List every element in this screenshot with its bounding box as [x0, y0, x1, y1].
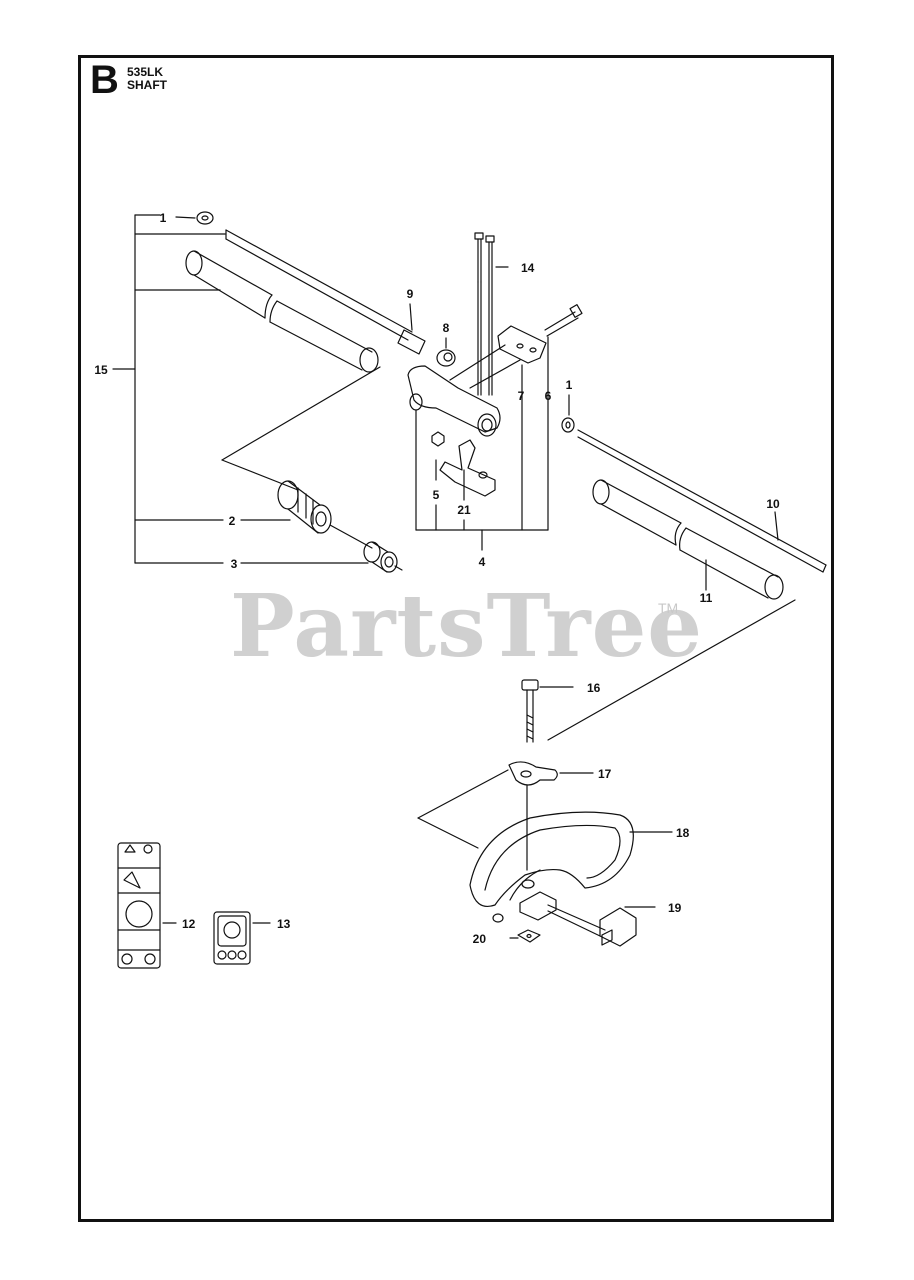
callout-9: 9	[407, 287, 414, 301]
bracket-15	[112, 214, 369, 564]
clamp-plate-part-7	[497, 325, 547, 531]
shaft-tube-part-11	[592, 479, 784, 600]
watermark-trademark: TM	[658, 600, 679, 616]
section-title: SHAFT	[127, 78, 167, 92]
callout-6: 6	[545, 389, 552, 403]
callout-1-right: 1	[566, 378, 573, 392]
callout-20: 20	[473, 932, 487, 946]
callout-7: 7	[518, 389, 525, 403]
decal-part-13	[213, 911, 271, 965]
clamp-part-21	[439, 439, 496, 501]
bolt-part-6	[544, 304, 583, 531]
model-title: 535LK SHAFT	[127, 66, 167, 92]
callout-4: 4	[479, 555, 486, 569]
callout-16: 16	[587, 681, 601, 695]
decal-part-12	[117, 842, 177, 969]
leader-knob-to-handle	[417, 769, 509, 819]
leader-tube-to-bushing	[221, 366, 381, 461]
bushing-part-3	[363, 541, 403, 573]
callout-19: 19	[668, 901, 682, 915]
handle-part-18	[469, 811, 673, 907]
callout-17: 17	[598, 767, 612, 781]
diagram-frame	[78, 55, 834, 1222]
washer-part-1-left	[196, 211, 214, 225]
callout-13: 13	[277, 917, 291, 931]
nut-part-5	[431, 431, 445, 481]
bolt-part-19	[599, 906, 656, 947]
callout-14: 14	[521, 261, 535, 275]
drive-shaft-part-9	[225, 229, 426, 355]
callout-11: 11	[700, 591, 713, 605]
callout-12: 12	[182, 917, 196, 931]
washer-part-20	[492, 913, 541, 943]
model-number: 535LK	[127, 65, 164, 79]
gear-part-8	[436, 337, 456, 367]
callout-3: 3	[231, 557, 238, 571]
callout-8: 8	[443, 321, 450, 335]
washer-part-1-right	[561, 394, 575, 433]
callout-18: 18	[676, 826, 690, 840]
drive-shaft-part-10	[577, 429, 827, 573]
callout-5: 5	[433, 488, 440, 502]
shaft-tube-upper	[185, 250, 379, 373]
callout-15: 15	[94, 363, 108, 377]
bushing-part-2	[277, 480, 373, 549]
callout-2: 2	[229, 514, 236, 528]
watermark: PartsTree	[230, 576, 704, 677]
leader-tube-to-handle	[547, 599, 796, 741]
callout-10: 10	[766, 497, 780, 511]
bracket-4	[415, 409, 549, 551]
callout-21: 21	[457, 503, 471, 517]
section-letter: B	[90, 58, 119, 102]
clamp-housing-part-4	[407, 344, 521, 437]
screws-part-14	[474, 232, 509, 396]
knob-part-17	[508, 761, 594, 871]
bolt-part-16	[521, 679, 574, 743]
handle-clamp	[519, 891, 606, 937]
callout-1-left: 1	[160, 211, 167, 225]
callout-labels: 1 15 2 3 9 8 14 7 6 1 5 21 4 10 11 16 17…	[94, 211, 780, 946]
